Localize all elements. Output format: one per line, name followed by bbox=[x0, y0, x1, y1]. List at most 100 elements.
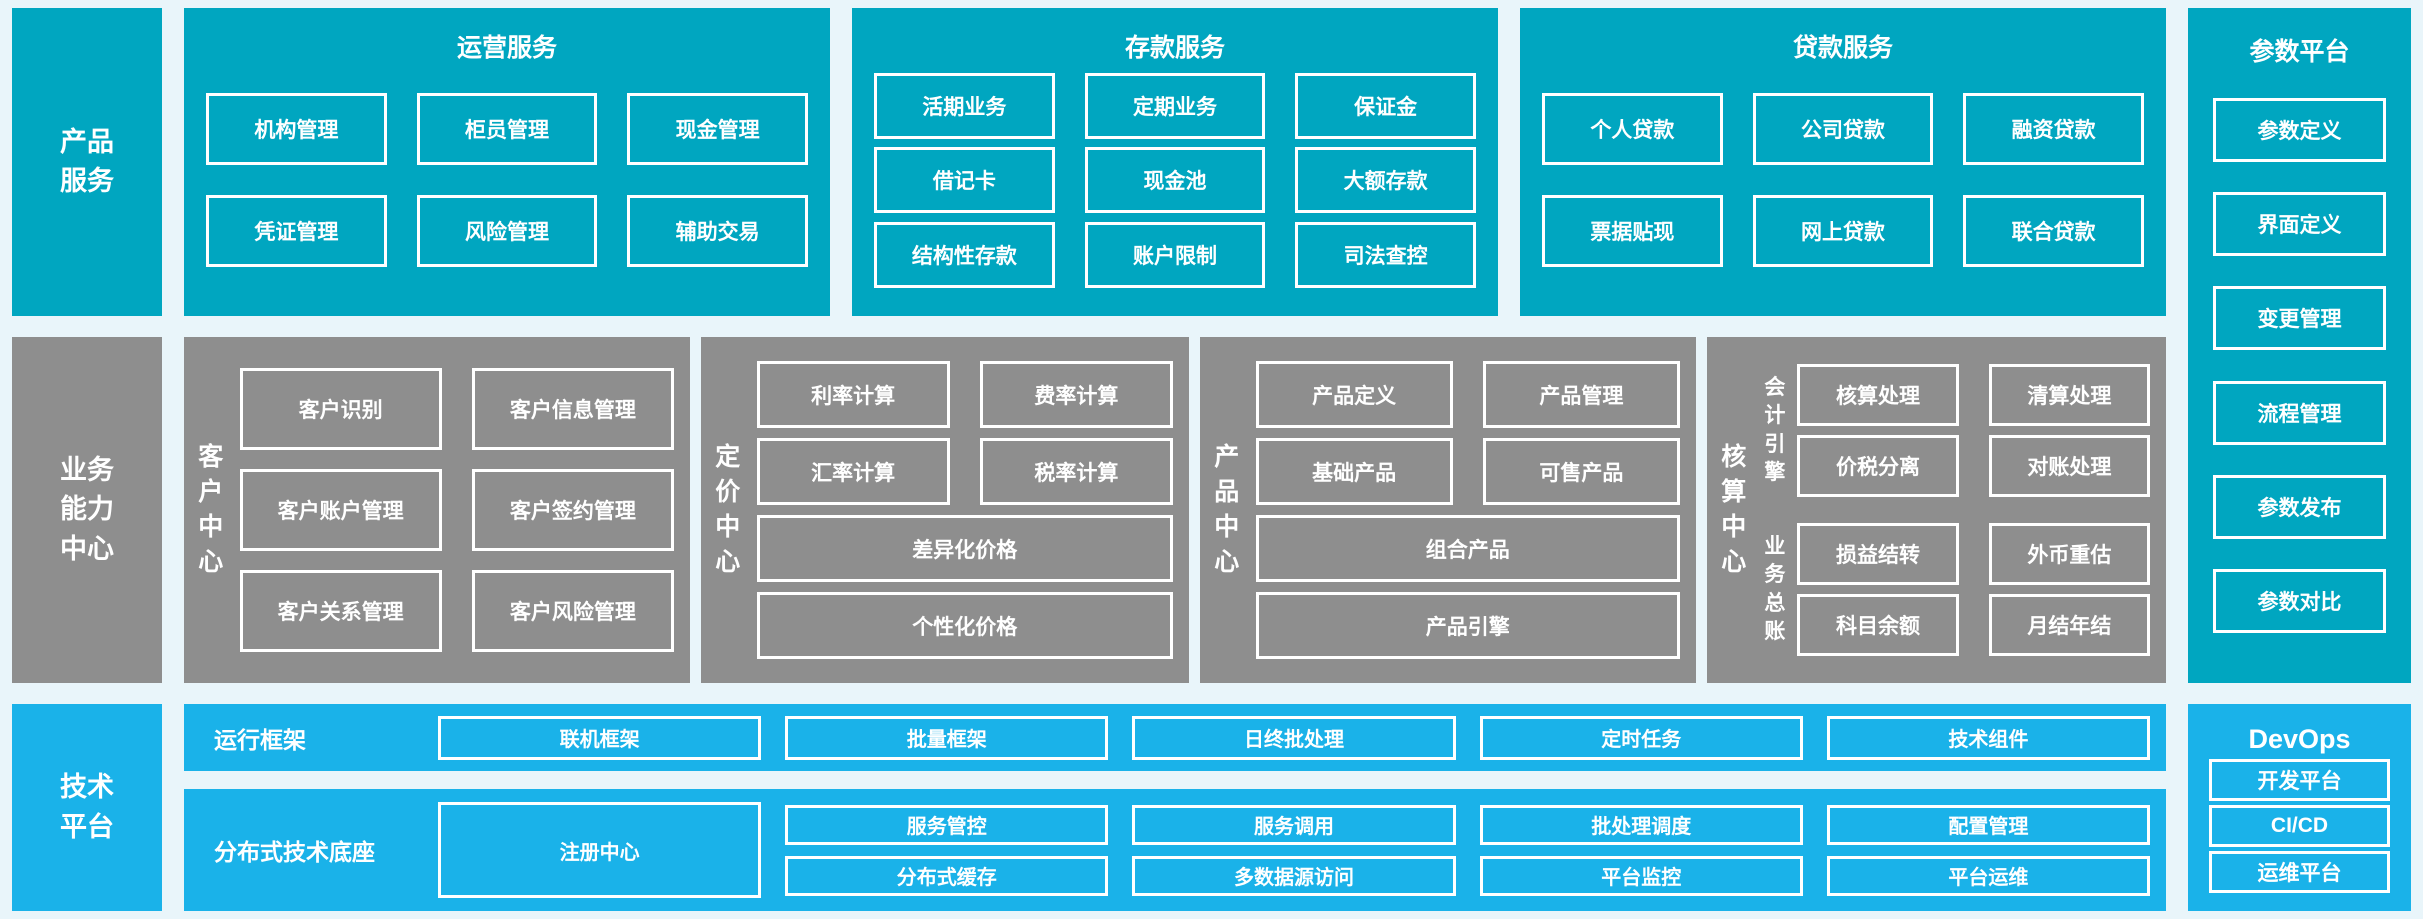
module-box: 税率计算 bbox=[979, 438, 1173, 505]
module-box: 对账处理 bbox=[1988, 435, 2151, 497]
section-label: 产品中心 bbox=[1214, 443, 1240, 576]
module-box: 产品定义 bbox=[1255, 361, 1453, 428]
bar-label: 分布式技术底座 bbox=[214, 839, 375, 865]
button-row: 损益结转 外币重估 bbox=[1797, 523, 2151, 585]
section-pricing-center: 定价中心 利率计算 费率计算 汇率计算 税率计算 差异化价格 个性化价格 bbox=[701, 337, 1189, 683]
module-box: 现金管理 bbox=[627, 93, 809, 166]
module-box: 可售产品 bbox=[1482, 438, 1680, 505]
section-label: 核算中心 bbox=[1721, 443, 1747, 576]
group-accounting-engine: 会计引擎 核算处理 清算处理 价税分离 对账处理 bbox=[1763, 364, 2151, 497]
panel-operations-service: 运营服务 机构管理 柜员管理 现金管理 凭证管理 风险管理 辅助交易 bbox=[184, 8, 830, 316]
section-grid: 客户识别 客户信息管理 客户账户管理 客户签约管理 客户关系管理 客户风险管理 bbox=[239, 368, 674, 652]
panel-title: 存款服务 bbox=[1124, 34, 1225, 62]
button-row: 结构性存款 账户限制 司法查控 bbox=[874, 221, 1477, 288]
bar-buttons: 注册中心 服务管控 分布式缓存 服务调用 多数据源访问 批处理调度 平台监控 配… bbox=[438, 802, 2151, 898]
button-row: 票据贴现 网上贷款 联合贷款 bbox=[1542, 194, 2145, 267]
module-box: 技术组件 bbox=[1826, 715, 2151, 760]
button-row: 产品定义 产品管理 bbox=[1255, 361, 1680, 428]
module-box: 服务调用 bbox=[1132, 804, 1456, 845]
module-box: 风险管理 bbox=[416, 194, 598, 267]
module-box: 流程管理 bbox=[2213, 380, 2386, 445]
button-row: 个性化价格 bbox=[756, 592, 1173, 659]
row-label-tech-platform: 技术平台 bbox=[12, 704, 162, 911]
module-box: 网上贷款 bbox=[1752, 194, 1934, 267]
module-box-registry: 注册中心 bbox=[438, 802, 762, 898]
tech-platform-bars: 运行框架 联机框架 批量框架 日终批处理 定时任务 技术组件 分布式技术底座 注… bbox=[184, 704, 2166, 911]
module-box: 参数发布 bbox=[2213, 474, 2386, 539]
module-box: 变更管理 bbox=[2213, 286, 2386, 351]
panel-parameter-platform: 参数平台 参数定义 界面定义 变更管理 流程管理 参数发布 参数对比 bbox=[2188, 8, 2411, 683]
button-row: 科目余额 月结年结 bbox=[1797, 594, 2151, 656]
base-column: 服务管控 分布式缓存 bbox=[785, 802, 1109, 898]
row-label-text: 业务能力中心 bbox=[59, 455, 114, 564]
base-column: 配置管理 平台运维 bbox=[1826, 802, 2151, 898]
capability-sections: 客户中心 客户识别 客户信息管理 客户账户管理 客户签约管理 客户关系管理 客户… bbox=[184, 337, 2166, 683]
module-box: 多数据源访问 bbox=[1132, 855, 1456, 896]
button-row: 客户关系管理 客户风险管理 bbox=[239, 570, 674, 652]
section-product-center: 产品中心 产品定义 产品管理 基础产品 可售产品 组合产品 产品引擎 bbox=[1200, 337, 1696, 683]
module-box: 界面定义 bbox=[2213, 192, 2386, 257]
section-label: 定价中心 bbox=[715, 443, 741, 576]
button-row: 活期业务 定期业务 保证金 bbox=[874, 72, 1477, 139]
module-box: 参数定义 bbox=[2213, 98, 2386, 163]
module-box: 定期业务 bbox=[1084, 72, 1266, 139]
button-row: 利率计算 费率计算 bbox=[756, 361, 1173, 428]
button-row: 借记卡 现金池 大额存款 bbox=[874, 147, 1477, 213]
panel-title: 参数平台 bbox=[2249, 38, 2350, 66]
button-row: 产品引擎 bbox=[1255, 592, 1680, 659]
button-row: 组合产品 bbox=[1255, 515, 1680, 582]
module-box: 客户信息管理 bbox=[471, 368, 674, 450]
module-box: 批量框架 bbox=[785, 715, 1109, 760]
panel-title: 贷款服务 bbox=[1792, 34, 1893, 62]
panel-loan-service: 贷款服务 个人贷款 公司贷款 融资贷款 票据贴现 网上贷款 联合贷款 bbox=[1520, 8, 2166, 316]
base-column: 注册中心 bbox=[438, 802, 762, 898]
module-box: 保证金 bbox=[1295, 72, 1477, 139]
row-label-text: 产品服务 bbox=[59, 126, 114, 196]
module-box: 科目余额 bbox=[1797, 594, 1959, 656]
module-box-wide: 个性化价格 bbox=[756, 592, 1173, 659]
panel-body: 开发平台 CI/CD 运维平台 bbox=[2209, 755, 2390, 897]
module-box: 汇率计算 bbox=[756, 438, 950, 505]
module-box: 票据贴现 bbox=[1542, 194, 1723, 267]
accounting-groups: 会计引擎 核算处理 清算处理 价税分离 对账处理 业务总账 bbox=[1763, 364, 2151, 656]
module-box-wide: 组合产品 bbox=[1255, 515, 1680, 582]
base-column: 服务调用 多数据源访问 bbox=[1132, 802, 1456, 898]
group-label: 业务总账 bbox=[1764, 534, 1786, 643]
module-box: 核算处理 bbox=[1797, 364, 1959, 426]
row-label-capability-center: 业务能力中心 bbox=[12, 337, 162, 683]
module-box: 客户风险管理 bbox=[471, 570, 674, 652]
section-grid: 利率计算 费率计算 汇率计算 税率计算 差异化价格 个性化价格 bbox=[756, 361, 1173, 659]
module-box: 损益结转 bbox=[1797, 523, 1959, 585]
button-row: 基础产品 可售产品 bbox=[1255, 438, 1680, 505]
bar-distributed-base: 分布式技术底座 注册中心 服务管控 分布式缓存 服务调用 多数据源访问 批处理调… bbox=[184, 789, 2166, 911]
module-box: 机构管理 bbox=[206, 93, 387, 166]
module-box: 配置管理 bbox=[1826, 804, 2151, 845]
product-services-panels: 运营服务 机构管理 柜员管理 现金管理 凭证管理 风险管理 辅助交易 存款服务 … bbox=[184, 8, 2166, 316]
module-box: 外币重估 bbox=[1988, 523, 2151, 585]
module-box: 月结年结 bbox=[1988, 594, 2151, 656]
module-box: 结构性存款 bbox=[874, 221, 1055, 288]
module-box: 辅助交易 bbox=[627, 194, 809, 267]
button-row: 差异化价格 bbox=[756, 515, 1173, 582]
module-box: 产品管理 bbox=[1482, 361, 1680, 428]
bar-buttons: 联机框架 批量框架 日终批处理 定时任务 技术组件 bbox=[438, 704, 2151, 771]
module-box: 分布式缓存 bbox=[785, 855, 1109, 896]
base-column: 批处理调度 平台监控 bbox=[1479, 802, 1803, 898]
group-grid: 核算处理 清算处理 价税分离 对账处理 bbox=[1797, 364, 2151, 497]
row-label-product-services: 产品服务 bbox=[12, 8, 162, 316]
panel-deposit-service: 存款服务 活期业务 定期业务 保证金 借记卡 现金池 大额存款 结构性存款 账户… bbox=[852, 8, 1498, 316]
module-box: 开发平台 bbox=[2209, 759, 2390, 801]
group-label: 会计引擎 bbox=[1764, 375, 1786, 484]
module-box: 个人贷款 bbox=[1542, 93, 1723, 166]
module-box: 客户账户管理 bbox=[239, 469, 442, 551]
panel-body: 活期业务 定期业务 保证金 借记卡 现金池 大额存款 结构性存款 账户限制 司法… bbox=[874, 64, 1477, 296]
panel-title: 运营服务 bbox=[456, 34, 557, 62]
button-row: 客户识别 客户信息管理 bbox=[239, 368, 674, 450]
panel-title: DevOps bbox=[2248, 724, 2351, 754]
module-box: 清算处理 bbox=[1988, 364, 2151, 426]
button-row: 价税分离 对账处理 bbox=[1797, 435, 2151, 497]
module-box: 运维平台 bbox=[2209, 851, 2390, 893]
module-box: 现金池 bbox=[1084, 147, 1266, 213]
module-box: 价税分离 bbox=[1797, 435, 1959, 497]
